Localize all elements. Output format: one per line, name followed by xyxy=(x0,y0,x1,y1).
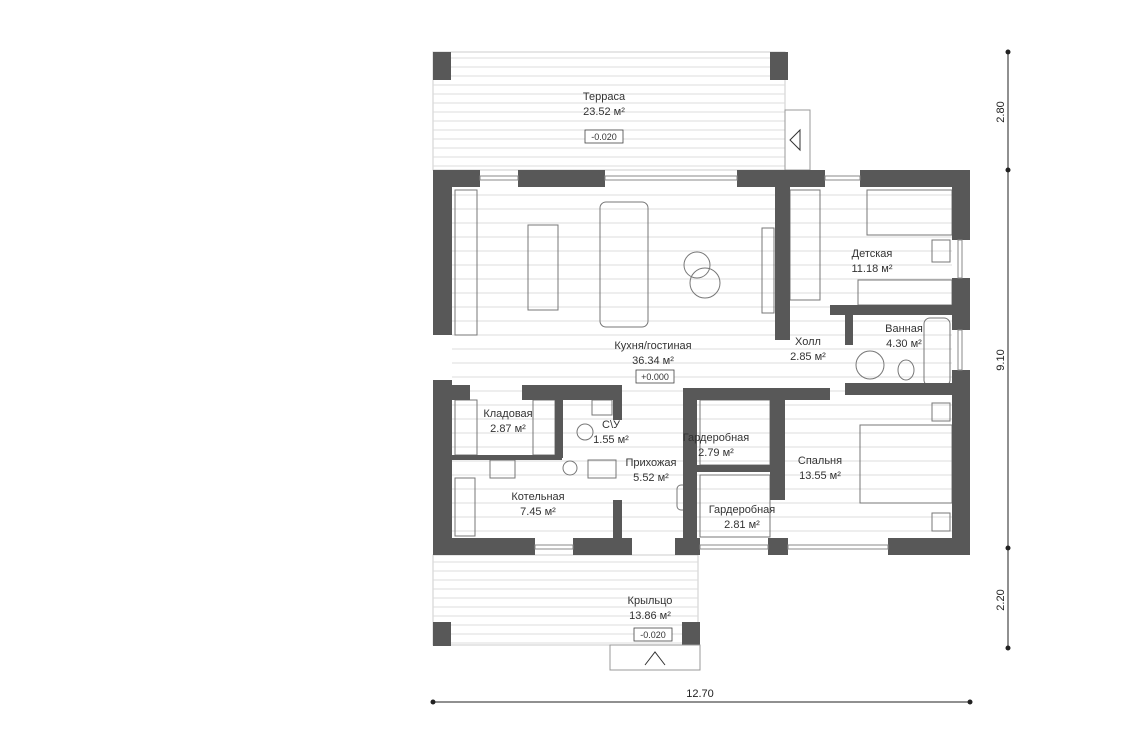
room-area: 1.55 м² xyxy=(593,434,629,446)
room-labels: Терраса 23.52 м² -0.020 Кухня/гостиная 3… xyxy=(483,91,923,642)
terrace-post xyxy=(770,52,788,80)
room-name: Гардеробная xyxy=(683,432,750,444)
room-area: 11.18 м² xyxy=(852,263,893,275)
level-mark: -0.020 xyxy=(640,630,666,640)
room-name: Прихожая xyxy=(626,457,677,469)
room-name: Крыльцо xyxy=(628,595,673,607)
dimension-label: 12.70 xyxy=(686,688,714,700)
room-name: Терраса xyxy=(583,91,626,103)
room-name: Спальня xyxy=(798,455,842,467)
room-name: Детская xyxy=(852,248,893,260)
room-area: 4.30 м² xyxy=(886,338,922,350)
terrace-post xyxy=(433,52,451,80)
sofa xyxy=(599,201,649,328)
walls xyxy=(433,170,970,555)
room-area: 13.55 м² xyxy=(799,470,841,482)
room-area: 7.45 м² xyxy=(520,506,556,518)
room-area: 2.85 м² xyxy=(790,351,826,363)
stairs-arrow-icon xyxy=(644,651,666,666)
room-name: Котельная xyxy=(511,491,564,503)
stairs-arrow-icon xyxy=(789,128,801,152)
coffee-table xyxy=(683,251,711,279)
room-name: Гардеробная xyxy=(709,504,776,516)
sink xyxy=(855,350,885,380)
room-area: 2.87 м² xyxy=(490,423,526,435)
room-name: Ванная xyxy=(885,323,923,335)
room-name: Кладовая xyxy=(483,408,532,420)
porch-post xyxy=(682,622,700,646)
room-area: 13.86 м² xyxy=(629,610,671,622)
room-area: 2.79 м² xyxy=(698,447,734,459)
toilet xyxy=(897,359,915,381)
room-area: 5.52 м² xyxy=(633,472,669,484)
level-mark: +0.000 xyxy=(641,372,669,382)
dimension-label: 2.20 xyxy=(995,589,1007,610)
room-area: 23.52 м² xyxy=(583,106,625,118)
level-mark: -0.020 xyxy=(591,132,617,142)
porch-post xyxy=(433,622,451,646)
dimension-lines: 2.80 9.10 2.20 12.70 xyxy=(430,49,1011,705)
room-name: Кухня/гостиная xyxy=(614,340,691,352)
dimension-label: 2.80 xyxy=(995,101,1007,122)
room-name: Холл xyxy=(795,336,821,348)
room-name: С\У xyxy=(602,419,621,431)
room-area: 2.81 м² xyxy=(724,519,760,531)
toilet xyxy=(576,423,594,441)
dimension-label: 9.10 xyxy=(995,349,1007,370)
windows xyxy=(479,175,963,550)
room-area: 36.34 м² xyxy=(632,355,674,367)
dining-table xyxy=(527,224,559,311)
